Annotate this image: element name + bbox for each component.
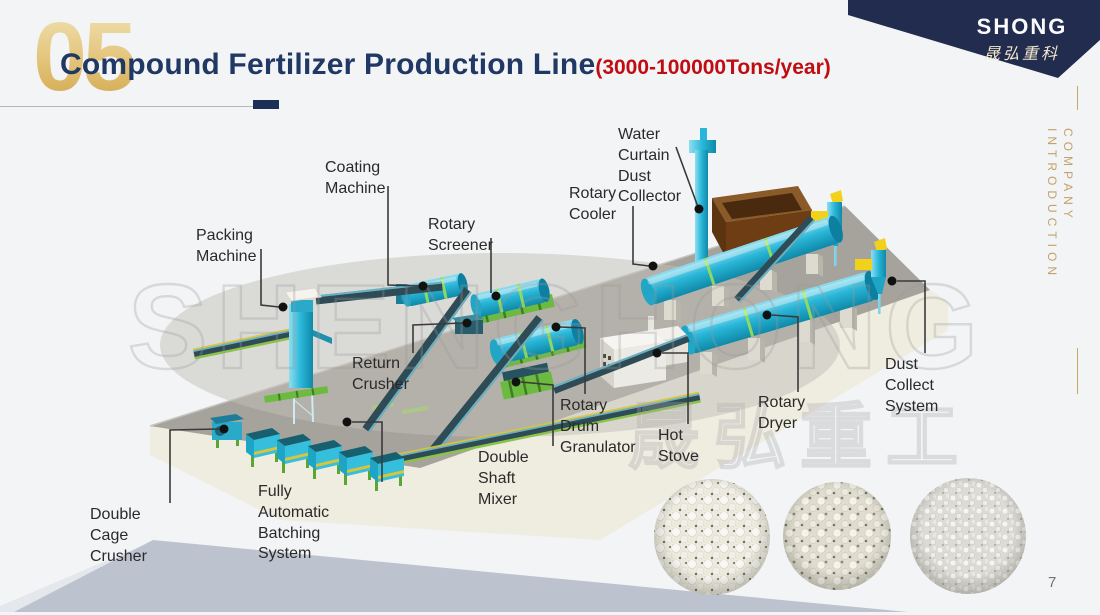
conveyor-granulator-feed [428,315,544,455]
label-coating-machine: Coating Machine [325,159,386,197]
corner-banner [848,0,1100,78]
machine-rotary-dryer [680,270,880,355]
leader-dot-dust-collect-system [887,276,897,286]
label-rotary-cooler: Rotary Cooler [569,185,617,223]
leader-double-shaft-mixer [520,381,554,446]
leader-return-crusher [412,322,464,353]
label-fully-automatic-batching-system: Fully Automatic Batching System [258,483,330,563]
machine-dust-collect-cyclone [855,238,887,314]
leader-dot-packing-machine [278,302,288,312]
machine-packing-machine [264,287,332,424]
conveyor-back [734,215,815,303]
leader-rotary-drum-granulator [559,326,586,394]
side-tab-line-bottom [1077,348,1078,394]
batching-hopper [339,446,373,485]
label-rotary-dryer: Rotary Dryer [758,394,806,432]
leader-dot-rotary-dryer [762,310,772,320]
leader-hot-stove [662,352,689,424]
leader-double-cage-crusher [169,428,220,503]
leader-rotary-dryer [771,314,799,392]
side-tab-line-top [1077,86,1078,110]
page-title: Compound Fertilizer Production Line(3000… [60,48,831,82]
leader-dot-return-crusher [462,318,472,328]
label-packing-machine: Packing Machine [196,227,257,265]
side-tab: COMPANY INTRODUCTION [1044,128,1076,358]
leader-dot-double-shaft-mixer [511,377,521,387]
leader-rotary-cooler [632,206,650,267]
watermark-chinese: 晟弘重工 [628,395,972,479]
leader-packing-machine [260,249,280,308]
label-water-curtain-dust-collector: Water Curtain Dust Collector [618,126,682,206]
brand-logo-chinese: 晟弘重科 [983,44,1060,63]
leader-water-curtain-dust-collector [675,146,699,208]
label-hot-stove: Hot Stove [658,427,699,465]
conveyor-batching-main [396,391,701,465]
side-tab-line2: INTRODUCTION [1045,128,1059,280]
leader-dot-coating-machine [418,281,428,291]
label-dust-collect-system: Dust Collect System [885,356,939,415]
label-double-cage-crusher: Double Cage Crusher [90,506,147,565]
label-double-shaft-mixer: Double Shaft Mixer [478,449,529,508]
capacity-note: (3000-100000Tons/year) [595,56,831,79]
page-title-text: Compound Fertilizer Production Line [60,48,596,81]
leader-dot-water-curtain-dust-collector [694,204,704,214]
machine-hot-stove [600,316,688,388]
walkway-left [192,325,305,360]
leader-dot-rotary-drum-granulator [551,322,561,332]
side-tab-line1: COMPANY [1061,128,1075,223]
batching-hopper [308,440,342,479]
batching-hopper [246,428,280,467]
leader-dot-hot-stove [652,348,662,358]
brand-logo: SHONG [976,14,1068,39]
leader-dot-double-cage-crusher [219,424,229,434]
leader-dot-fully-automatic-batching-system [342,417,352,427]
leader-coating-machine [387,186,420,287]
leader-dot-rotary-cooler [648,261,658,271]
leader-dot-rotary-screener [491,291,501,301]
section-number: 05 [33,2,137,111]
label-rotary-screener: Rotary Screener [428,216,493,254]
leader-dust-collect-system [897,280,926,353]
batching-hopper [277,434,311,473]
machine-rotary-screener [470,278,550,318]
footer-wedge-gray [14,540,908,612]
page-number: 7 [1048,574,1057,591]
label-return-crusher: Return Crusher [352,355,409,393]
title-accent-dash [253,100,279,109]
leader-fully-automatic-batching-system [352,421,383,482]
batching-hopper [370,452,404,491]
corner-banner-shape [848,0,1100,78]
label-rotary-drum-granulator: Rotary Drum Granulator [560,397,636,456]
title-underline [0,106,253,107]
